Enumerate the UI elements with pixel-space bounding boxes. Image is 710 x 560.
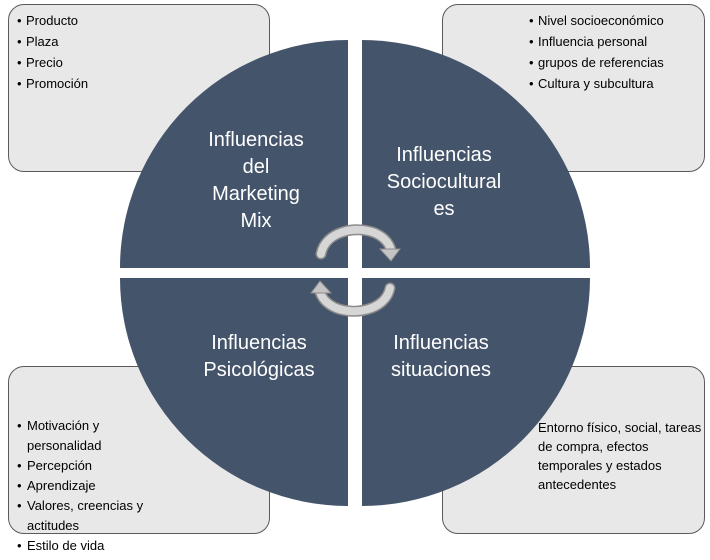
list-item: Estilo de vida <box>17 536 192 556</box>
marketing-mix-title: Influencias del Marketing Mix <box>208 129 304 232</box>
list-item: Cultura y subcultura <box>529 73 664 94</box>
sociocultural-title: Influencias Sociocultural es <box>386 144 502 220</box>
list-item: Motivación y personalidad <box>17 416 147 456</box>
situational-text: Entorno físico, social, tareas de compra… <box>538 420 702 492</box>
quadrant-top-right <box>362 40 590 268</box>
list-item: grupos de referencias <box>529 52 664 73</box>
situational-title: Influencias situaciones <box>390 332 492 381</box>
list-item: Valores, creencias y actitudes <box>17 496 187 536</box>
list-item: Plaza <box>17 31 88 52</box>
quadrant-bottom-right <box>362 278 590 506</box>
list-item: Aprendizaje <box>17 476 192 496</box>
cycle-arrow-icon <box>310 224 401 317</box>
list-item: Influencia personal <box>529 31 664 52</box>
list-item: Nivel socioeconómico <box>529 10 664 31</box>
list-item: Percepción <box>17 456 192 476</box>
sociocultural-list: Nivel socioeconómico Influencia personal… <box>529 10 664 94</box>
quadrant-top-left <box>120 40 348 268</box>
psychological-list: Motivación y personalidad Percepción Apr… <box>17 416 192 556</box>
list-item: Producto <box>17 10 88 31</box>
quadrant-bottom-left <box>120 278 348 506</box>
marketing-mix-list: Producto Plaza Precio Promoción <box>17 10 88 94</box>
psychological-title: Influencias Psicológicas <box>203 332 315 381</box>
list-item: Promoción <box>17 73 88 94</box>
list-item: Precio <box>17 52 88 73</box>
